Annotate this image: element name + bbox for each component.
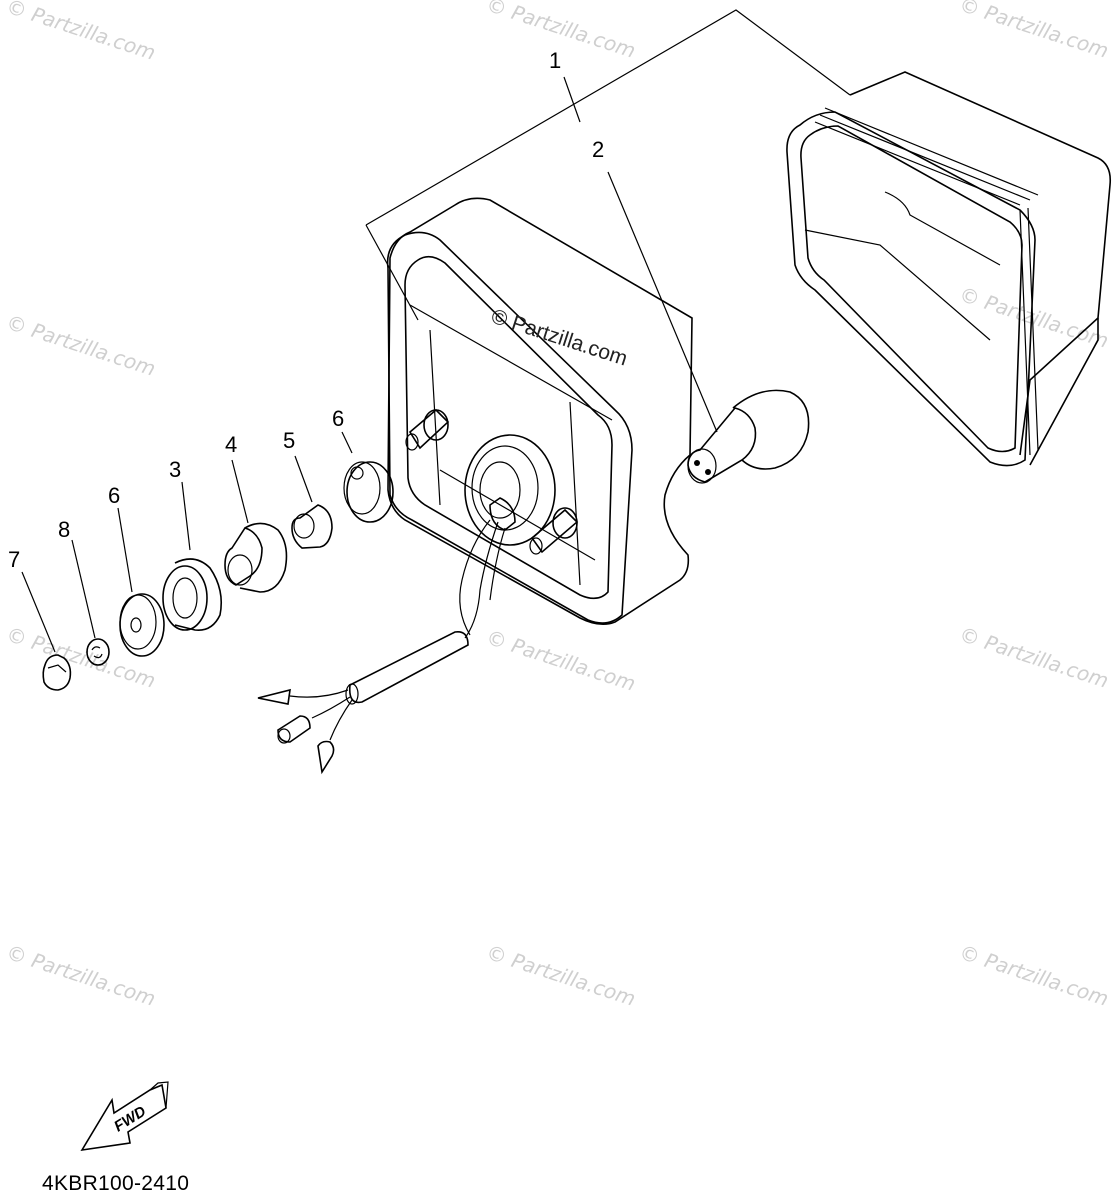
stud-left [405, 408, 450, 451]
callout-5: 5 [283, 428, 295, 453]
fwd-arrow-icon: FWD [80, 1081, 169, 1152]
collar [291, 504, 333, 549]
watermark: © Partzilla.com [483, 940, 638, 1011]
tail-lens [786, 71, 1112, 467]
callout-2: 2 [592, 137, 604, 162]
watermarks: © Partzilla.com © Partzilla.com © Partzi… [3, 0, 1111, 1011]
watermark: © Partzilla.com [3, 310, 158, 381]
watermark: © Partzilla.com [483, 625, 638, 696]
washer-right [343, 461, 394, 523]
callout-6-left: 6 [108, 483, 120, 508]
watermark: © Partzilla.com [3, 622, 158, 693]
callout-3: 3 [169, 457, 181, 482]
watermark: © Partzilla.com [3, 940, 158, 1011]
lock-washer [86, 638, 110, 666]
callout-4: 4 [225, 432, 237, 457]
callout-8: 8 [58, 517, 70, 542]
watermark: © Partzilla.com [956, 0, 1111, 63]
bulb [687, 389, 810, 484]
watermark: © Partzilla.com [956, 622, 1111, 693]
damper [162, 558, 223, 632]
leader-lines [21, 9, 851, 653]
callout-7: 7 [8, 547, 20, 572]
washer-left [119, 593, 165, 657]
callouts: 1 2 3 4 5 6 6 7 8 [8, 48, 604, 572]
light-housing [386, 197, 693, 639]
stud-right [529, 507, 579, 555]
callout-1: 1 [549, 48, 561, 73]
cap-nut [42, 654, 72, 691]
wire-connector [257, 630, 469, 775]
callout-6-right: 6 [332, 406, 344, 431]
watermark-center: © Partzilla.com [488, 305, 630, 371]
grommet [224, 522, 288, 593]
diagram-code: 4KBR100-2410 [42, 1172, 190, 1195]
watermark: © Partzilla.com [3, 0, 158, 65]
watermark: © Partzilla.com [956, 940, 1111, 1011]
